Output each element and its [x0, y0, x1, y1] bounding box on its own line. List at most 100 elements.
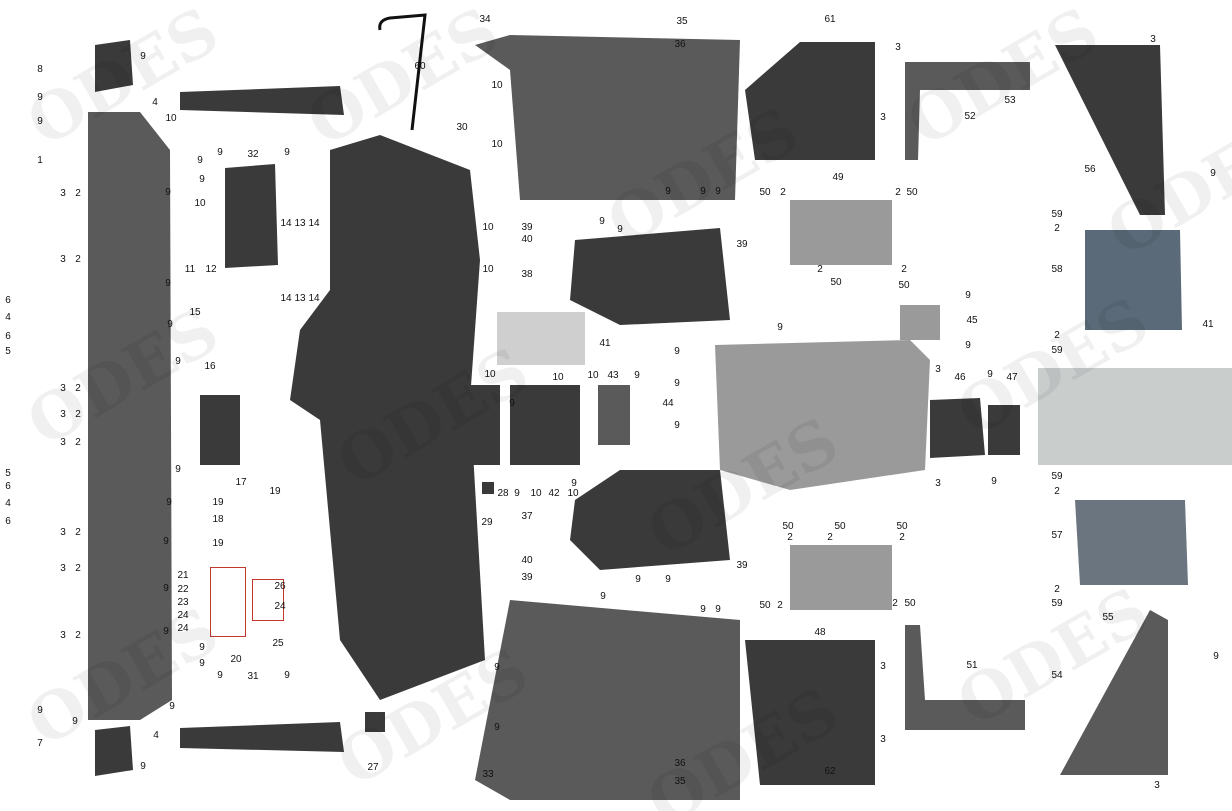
callout-label: 50: [898, 280, 910, 291]
callout-label: 40: [521, 555, 533, 566]
callout-label: 50: [759, 187, 771, 198]
callout-label: 3: [895, 42, 901, 53]
callout-label: 50: [759, 600, 771, 611]
callout-label: 9: [494, 722, 500, 733]
callout-label: 9: [674, 378, 680, 389]
callout-label: 3: [60, 254, 66, 265]
callout-label: 9: [991, 476, 997, 487]
callout-label: 3: [880, 661, 886, 672]
callout-label: 2: [901, 264, 907, 275]
callout-label: 9: [140, 761, 146, 772]
callout-label: 9: [571, 478, 577, 489]
callout-label: 6: [5, 481, 11, 492]
callout-label: 9: [166, 497, 172, 508]
callout-label: 50: [896, 521, 908, 532]
callout-label: 9: [509, 398, 515, 409]
part-gauge-16: [200, 395, 240, 465]
callout-label: 10: [530, 488, 542, 499]
part-bracket-7: [95, 726, 133, 776]
callout-label: 3: [60, 188, 66, 199]
callout-label: 43: [607, 370, 619, 381]
part-panel-54: [1060, 610, 1168, 775]
callout-label: 9: [37, 116, 43, 127]
part-console-42: [510, 385, 580, 465]
callout-label: 37: [521, 511, 533, 522]
callout-label: 4: [153, 730, 159, 741]
callout-label: 17: [235, 477, 247, 488]
callout-label: 23: [177, 597, 189, 608]
callout-label: 50: [782, 521, 794, 532]
callout-label: 6: [5, 331, 11, 342]
callout-label: 39: [736, 560, 748, 571]
callout-label: 9: [217, 147, 223, 158]
callout-label: 16: [204, 361, 216, 372]
callout-label: 34: [479, 14, 491, 25]
part-box-58: [1085, 230, 1182, 330]
callout-label: 35: [676, 16, 688, 27]
callout-label: 9: [217, 670, 223, 681]
callout-label: 6: [5, 295, 11, 306]
callout-label: 9: [165, 278, 171, 289]
callout-label: 2: [75, 527, 81, 538]
callout-label: 6: [5, 516, 11, 527]
callout-label: 10: [165, 113, 177, 124]
callout-label: 2: [787, 532, 793, 543]
part-box-57: [1075, 500, 1188, 585]
callout-label: 3: [60, 563, 66, 574]
callout-label: 29: [481, 517, 493, 528]
callout-label: 54: [1051, 670, 1063, 681]
callout-label: 3: [935, 478, 941, 489]
part-mat-41a: [497, 312, 585, 365]
part-trim-32: [180, 86, 344, 115]
switch-group-box: [210, 567, 246, 637]
callout-label: 9: [140, 51, 146, 62]
callout-label: 9: [72, 716, 78, 727]
callout-label: 3: [935, 364, 941, 375]
callout-label: 59: [1051, 209, 1063, 220]
callout-label: 2: [1054, 223, 1060, 234]
callout-label: 9: [700, 604, 706, 615]
callout-label: 2: [75, 437, 81, 448]
callout-label: 9: [163, 583, 169, 594]
callout-label: 9: [167, 319, 173, 330]
callout-label: 9: [715, 604, 721, 615]
callout-label: 9: [700, 186, 706, 197]
callout-label: 9: [600, 591, 606, 602]
callout-label: 22: [177, 584, 189, 595]
callout-label: 9: [1213, 651, 1219, 662]
callout-label: 10: [552, 372, 564, 383]
callout-label: 24: [177, 623, 189, 634]
callout-label: 27: [367, 762, 379, 773]
callout-label: 35: [674, 776, 686, 787]
callout-label: 2: [75, 188, 81, 199]
part-cover-28: [465, 385, 500, 465]
callout-label: 2: [1054, 330, 1060, 341]
callout-label: 2: [75, 630, 81, 641]
callout-label: 10: [194, 198, 206, 209]
callout-label: 36: [674, 39, 686, 50]
callout-label: 3: [60, 630, 66, 641]
callout-label: 2: [892, 598, 898, 609]
switch-box: [252, 579, 284, 621]
callout-label: 9: [163, 536, 169, 547]
callout-label: 10: [482, 222, 494, 233]
callout-label: 19: [212, 497, 224, 508]
part-cap-29: [482, 482, 494, 494]
callout-label: 60: [414, 61, 426, 72]
callout-label: 15: [189, 307, 201, 318]
callout-label: 5: [5, 346, 11, 357]
callout-label: 39: [521, 572, 533, 583]
callout-label: 44: [662, 398, 674, 409]
callout-label: 5: [5, 468, 11, 479]
part-cover-37: [570, 470, 730, 570]
callout-label: 9: [169, 701, 175, 712]
part-plate-48: [790, 545, 892, 610]
callout-label: 9: [284, 670, 290, 681]
callout-label: 52: [964, 111, 976, 122]
part-grille-47: [988, 405, 1020, 455]
callout-label: 4: [152, 97, 158, 108]
callout-label: 2: [75, 254, 81, 265]
callout-label: 9: [965, 340, 971, 351]
callout-label: 7: [37, 738, 43, 749]
